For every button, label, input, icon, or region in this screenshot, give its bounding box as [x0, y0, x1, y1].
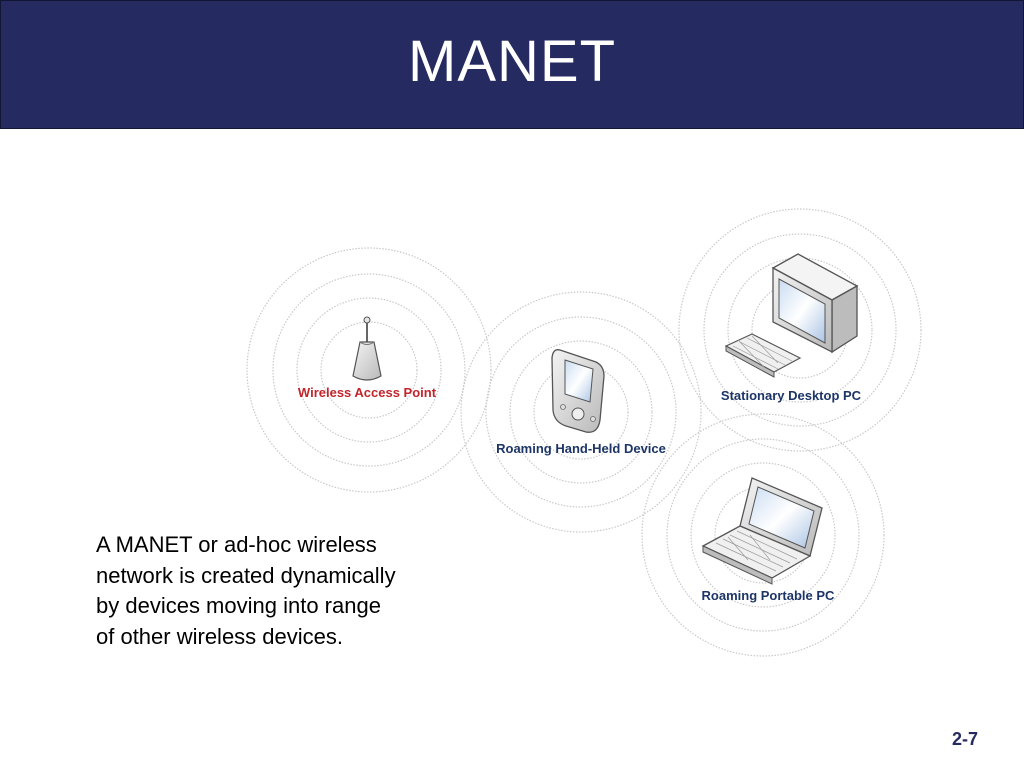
handheld-range-rings: [460, 291, 702, 533]
page-number: 2-7: [951, 729, 978, 749]
handheld-label: Roaming Hand-Held Device: [496, 441, 666, 456]
pda-icon: [551, 349, 605, 433]
laptop-icon: [701, 477, 823, 585]
desktop-label: Stationary Desktop PC: [721, 388, 862, 403]
slide-title: MANET: [408, 29, 616, 94]
antenna-icon: [352, 316, 382, 381]
access-point-label: Wireless Access Point: [298, 385, 437, 400]
desktop-range-rings: [678, 208, 922, 452]
title-bar: MANET: [0, 0, 1024, 129]
desktop-pc-icon: [724, 253, 859, 378]
laptop-label: Roaming Portable PC: [702, 588, 836, 603]
body-text: A MANET or ad-hoc wireless network is cr…: [96, 532, 396, 649]
